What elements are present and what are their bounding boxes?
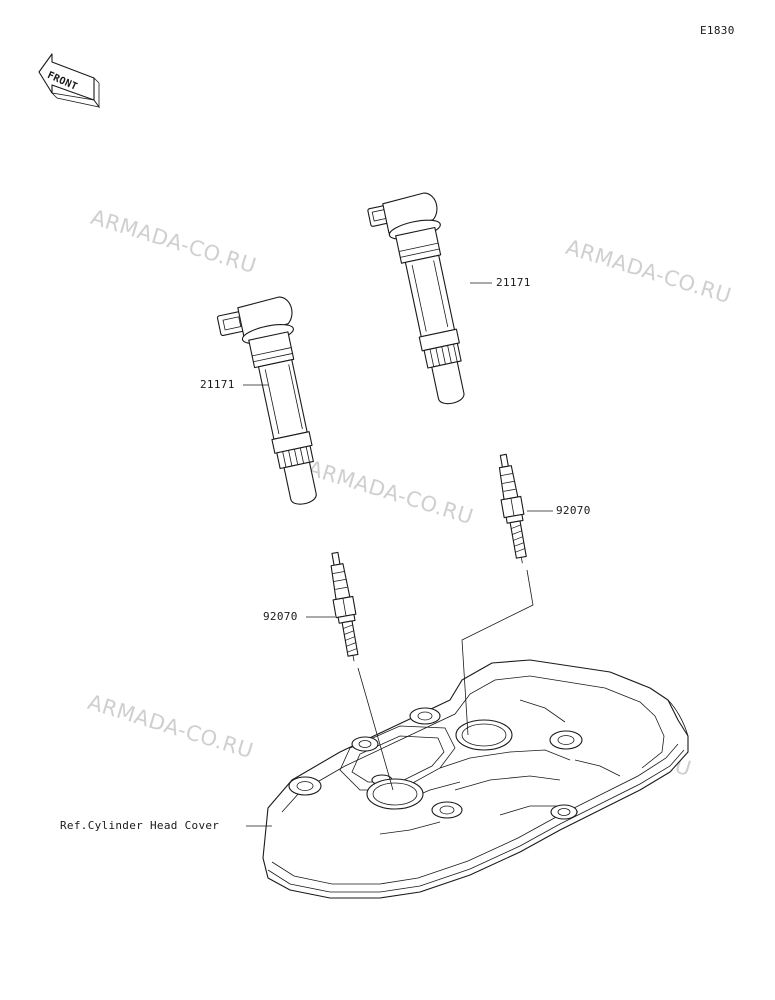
part-number-label[interactable]: 21171 bbox=[200, 378, 235, 391]
part-number-label[interactable]: 92070 bbox=[263, 610, 298, 623]
reference-label: Ref.Cylinder Head Cover bbox=[60, 819, 220, 832]
ignition-coil-right bbox=[367, 192, 465, 405]
cylinder-head-cover bbox=[262, 659, 689, 899]
leader-lines bbox=[243, 282, 553, 827]
diagram-code: E1830 bbox=[700, 24, 735, 37]
spark-plug-right bbox=[498, 453, 527, 564]
ignition-coil-left bbox=[216, 296, 317, 505]
spark-plug-left bbox=[330, 551, 359, 662]
part-number-label[interactable]: 21171 bbox=[496, 276, 531, 289]
front-arrow-icon bbox=[38, 53, 100, 109]
part-number-label[interactable]: 92070 bbox=[556, 504, 591, 517]
